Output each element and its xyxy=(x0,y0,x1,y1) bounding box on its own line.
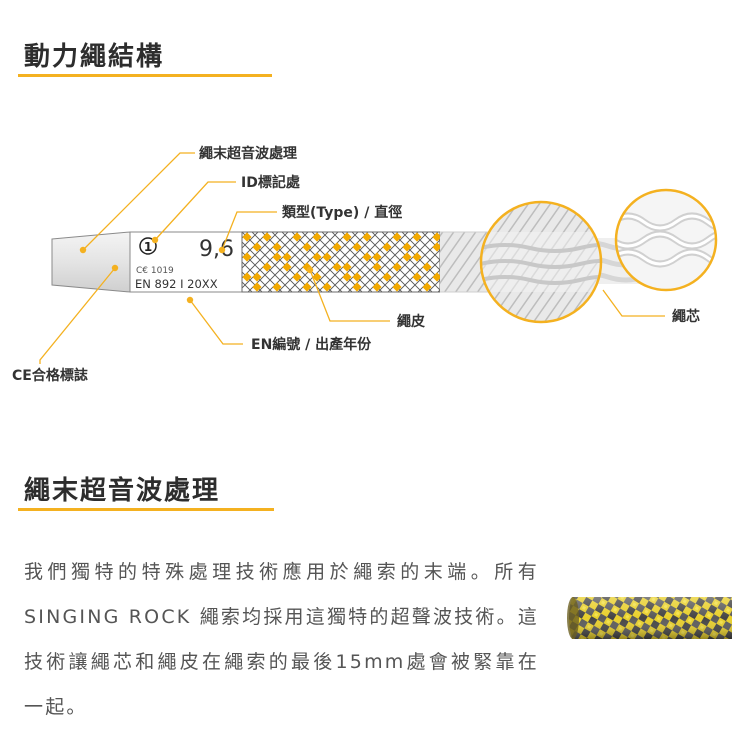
sheath-weave-diamond xyxy=(432,272,442,282)
fused-rope-end xyxy=(51,231,131,293)
sheath-weave-diamond xyxy=(312,272,322,282)
sheath-weave-diamond xyxy=(422,282,432,292)
sheath-weave-diamond xyxy=(282,252,292,262)
rope-sheath xyxy=(241,231,441,293)
sheath-weave-diamond xyxy=(342,272,352,282)
label-core: 繩芯 xyxy=(672,308,700,325)
rope-end-photo xyxy=(567,597,732,639)
sheath-weave-diamond xyxy=(352,272,362,282)
rope-structure-diagram: 1 9,6 C€ 1019 EN 892 I 20XX xyxy=(12,145,718,384)
label-en-number: EN編號 / 出產年份 xyxy=(251,336,372,353)
sheath-weave-diamond xyxy=(302,242,312,252)
type-symbol-icon xyxy=(139,237,157,255)
sheath-weave-diamond xyxy=(312,232,322,242)
sheath-weave-diamond xyxy=(322,282,332,292)
sheath-weave-diamond xyxy=(352,282,362,292)
sheath-weave-diamond xyxy=(402,242,412,252)
sheath-weave-diamond xyxy=(272,242,282,252)
sheath-weave-diamond xyxy=(242,272,252,282)
sheath-weave-diamond xyxy=(392,262,402,272)
sheath-weave-diamond xyxy=(342,262,352,272)
label-sheath: 繩皮 xyxy=(397,313,425,330)
callout-dots xyxy=(79,236,314,304)
sheath-weave-diamond xyxy=(292,232,302,242)
sheath-weave-diamond xyxy=(342,232,352,242)
sheath-weave-diamond xyxy=(262,232,272,242)
end-treatment-description: 我們獨特的特殊處理技術應用於繩索的末端。所有SINGING ROCK 繩索均採用… xyxy=(24,561,539,718)
sheath-weave-diamond xyxy=(432,242,442,252)
sheath-weave-diamond xyxy=(322,252,332,262)
tag-en-text: EN 892 I 20XX xyxy=(135,277,218,291)
sheath-weave-diamond xyxy=(332,242,342,252)
tag-diameter: 9,6 xyxy=(199,237,234,262)
section-title-end-treatment: 繩末超音波處理 xyxy=(24,476,221,506)
label-id-mark: ID標記處 xyxy=(241,174,301,191)
sheath-weave-diamond xyxy=(352,242,362,252)
sheath-weave-diamond xyxy=(422,262,432,272)
sheath-weave-diamond xyxy=(272,282,282,292)
sheath-weave-diamond xyxy=(372,252,382,262)
id-tag-band xyxy=(129,231,243,293)
sheath-weave-diamond xyxy=(272,252,282,262)
sheath-weave-diamond xyxy=(392,232,402,242)
sheath-weave-diamond xyxy=(242,232,252,242)
section-title-structure: 動力繩結構 xyxy=(24,42,165,72)
zoom-sheath-detail xyxy=(481,202,601,322)
sheath-weave-diamond xyxy=(382,242,392,252)
sheath-weave-diamond xyxy=(412,232,422,242)
sheath-weave-diamond xyxy=(252,272,262,282)
sheath-weave-diamond xyxy=(262,262,272,272)
sheath-weave-diamond xyxy=(432,232,442,242)
section2-title-underline xyxy=(18,508,274,511)
sheath-weave-diamond xyxy=(312,252,322,262)
sheath-weave-diamond xyxy=(252,242,262,252)
sheath-weave-diamond xyxy=(392,282,402,292)
zoom-circle-sheath xyxy=(479,200,603,324)
sheath-yellow-weave xyxy=(242,232,442,292)
sheath-weave-diamond xyxy=(372,262,382,272)
section-title-underline xyxy=(18,74,272,77)
sheath-weave-diamond xyxy=(412,252,422,262)
sheath-weave-diamond xyxy=(302,282,312,292)
sheath-weave-diamond xyxy=(282,262,292,272)
sheath-weave-diamond xyxy=(372,282,382,292)
sheath-weave-diamond xyxy=(242,252,252,262)
sheath-weave-diamond xyxy=(412,272,422,282)
label-end-treatment: 繩末超音波處理 xyxy=(199,145,297,162)
callout-leaders xyxy=(39,152,665,364)
tag-ce-text: C€ 1019 xyxy=(136,266,174,276)
sheath-weave-diamond xyxy=(402,252,412,262)
sheath-weave-diamond xyxy=(362,252,372,262)
sheath-weave-diamond xyxy=(332,262,342,272)
sheath-weave-diamond xyxy=(362,232,372,242)
zoom-circle-core xyxy=(614,188,718,292)
sheath-weave-diamond xyxy=(252,282,262,292)
label-type-diameter: 類型(Type) / 直徑 xyxy=(281,204,402,221)
sheath-weave-diamond xyxy=(292,272,302,282)
sheath-weave-diamond xyxy=(382,272,392,282)
label-ce-mark: CE合格標誌 xyxy=(12,367,88,384)
type-symbol: 1 xyxy=(144,240,152,254)
